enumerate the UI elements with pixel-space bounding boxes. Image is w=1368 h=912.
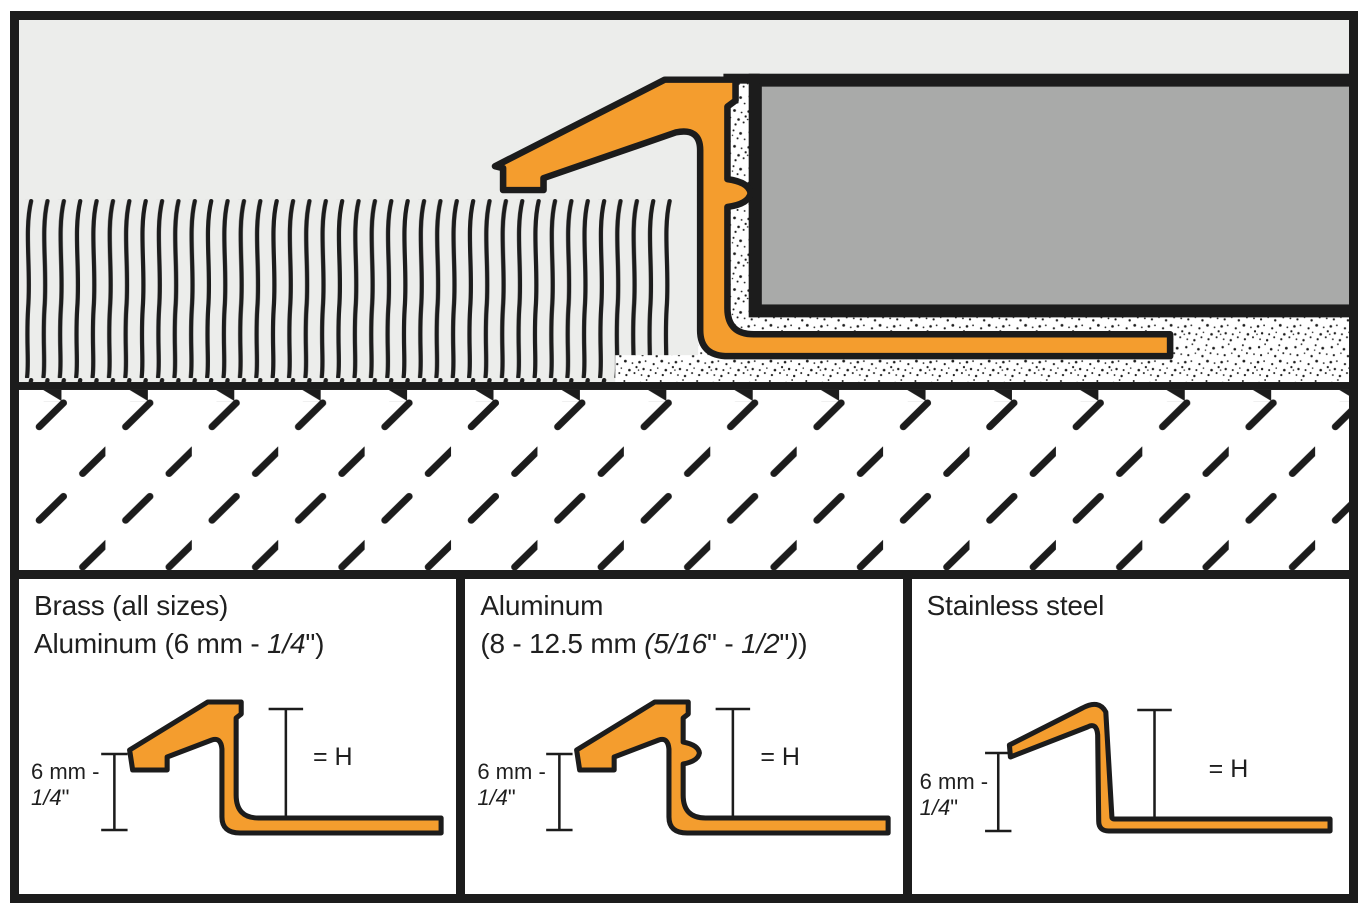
- height-dimension-line: [268, 707, 304, 818]
- thickness-dimension-line: [546, 752, 573, 832]
- panel-stainless-steel: Stainless steel 6 mm - 1/4" = H: [911, 579, 1358, 903]
- panel-aluminum-large: Aluminum (8 - 12.5 mm (5/16" - 1/2")) 6 …: [465, 579, 912, 903]
- height-dimension-line: [1136, 708, 1172, 820]
- profile-shape: [127, 699, 444, 836]
- cross-section-drawing: [19, 73, 1349, 570]
- profile-shape: [1006, 701, 1333, 834]
- installation-cross-section: [10, 11, 1358, 579]
- tile-surface-line: [723, 73, 760, 84]
- thickness-dim-label: 6 mm - 1/4": [31, 759, 100, 810]
- profile-cross-section: [491, 76, 1174, 360]
- substrate-hatch: [19, 389, 1349, 570]
- height-dimension-line: [715, 707, 751, 818]
- profile-thumbnail-stainless: [984, 701, 1333, 834]
- panel-brass-aluminum-small: Brass (all sizes) Aluminum (6 mm - 1/4")…: [10, 579, 466, 903]
- profile-shape: [574, 699, 891, 836]
- thickness-dimension-line: [984, 751, 1012, 833]
- height-dim-label: = H: [1208, 755, 1249, 783]
- substrate-surface-line: [19, 382, 1349, 390]
- profile-thumbnail-brass: [101, 699, 444, 836]
- thinset-comb-ridges: [19, 199, 676, 383]
- panel-title: Stainless steel: [927, 587, 1105, 625]
- thickness-dim-label: 6 mm - 1/4": [477, 759, 546, 810]
- mortar-stipple-wedge: [615, 355, 703, 383]
- thickness-dim-label: 6 mm - 1/4": [919, 769, 989, 820]
- profile-thumbnail-aluminum: [546, 699, 891, 836]
- title-line1: Aluminum: [480, 590, 604, 621]
- title-line1: Brass (all sizes): [34, 590, 229, 621]
- thickness-dimension-line: [101, 752, 128, 832]
- title-line1: Stainless steel: [926, 590, 1105, 621]
- substrate: [19, 382, 1349, 570]
- variant-panels-row: Brass (all sizes) Aluminum (6 mm - 1/4")…: [10, 579, 1358, 903]
- height-dim-label: = H: [313, 743, 353, 771]
- height-dim-label: = H: [760, 743, 800, 771]
- diagram-board: Brass (all sizes) Aluminum (6 mm - 1/4")…: [10, 11, 1358, 903]
- substrate-anchor-ticks: [19, 389, 1349, 402]
- title-line2: Aluminum (6 mm -: [34, 628, 268, 659]
- panel-title: Brass (all sizes) Aluminum (6 mm - 1/4"): [34, 590, 325, 659]
- panel-title: Aluminum (8 - 12.5 mm (5/16" - 1/2")): [480, 590, 808, 659]
- tile: [748, 73, 1349, 318]
